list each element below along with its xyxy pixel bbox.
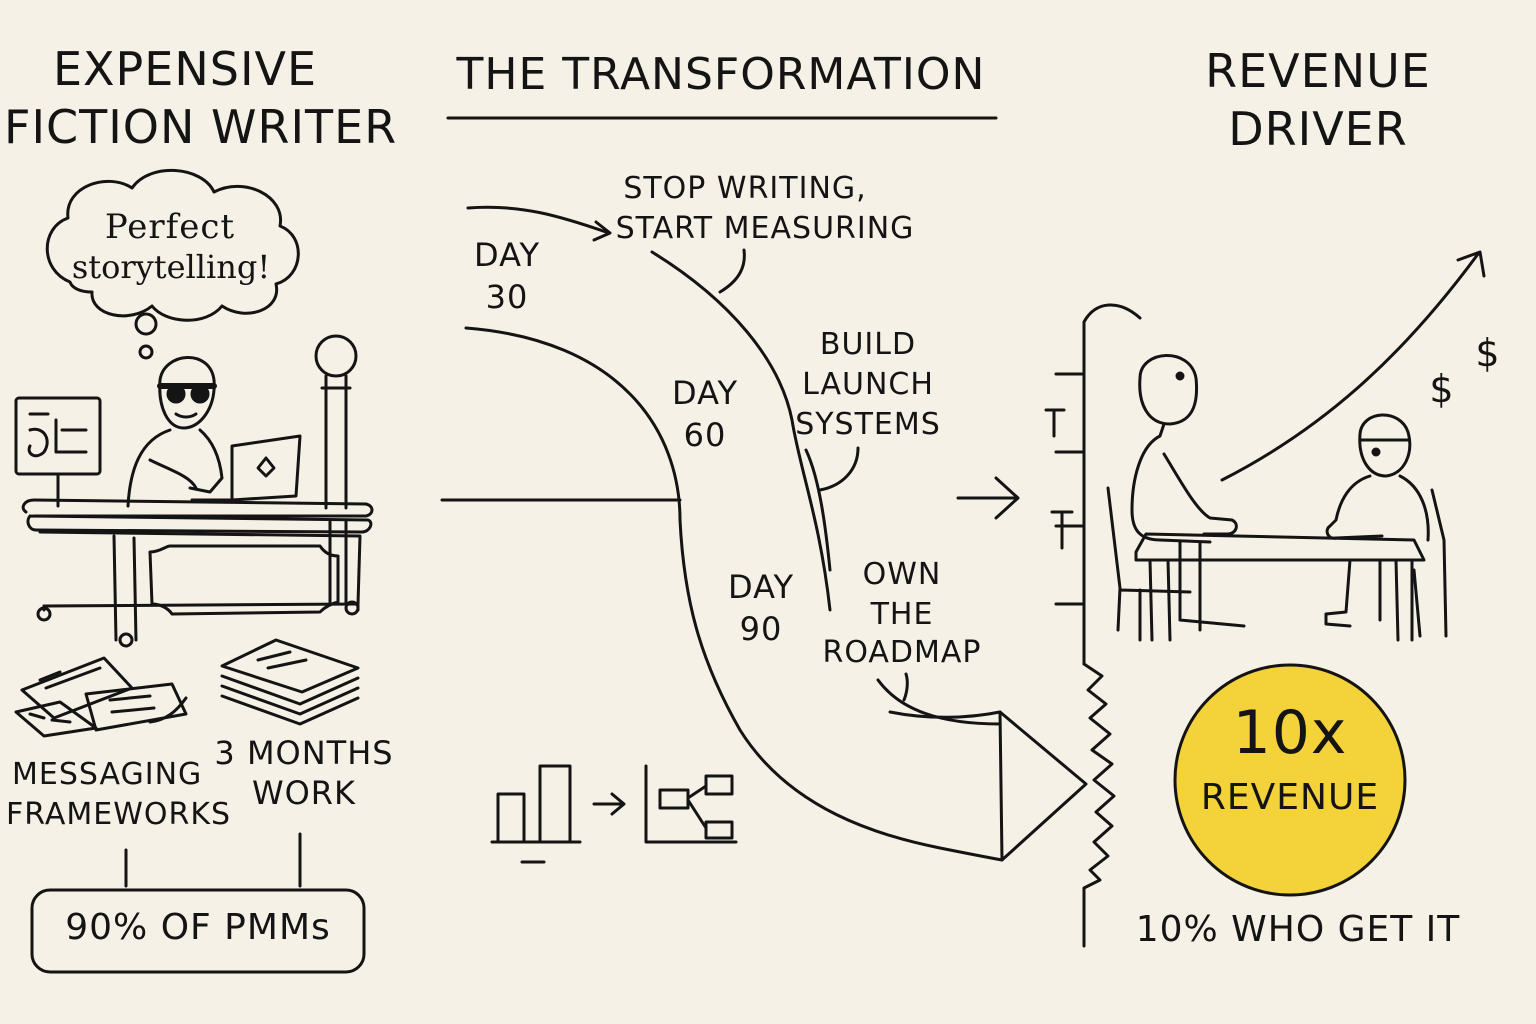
pointer-line: [718, 248, 746, 294]
arrow-icon: [956, 476, 1020, 520]
left-heading-line2: FICTION WRITER: [4, 100, 398, 154]
wall-frame-icon: [14, 396, 102, 508]
day-30-line1: DAY: [473, 236, 541, 274]
left-heading-line1: EXPENSIVE: [52, 42, 318, 96]
stack-of-pages-icon: [220, 638, 360, 726]
day-30-line2: 30: [485, 278, 529, 316]
result-circle: [1173, 663, 1407, 897]
dollar-icon: $: [1475, 331, 1501, 375]
step-60-line3: SYSTEMS: [795, 407, 941, 442]
transformation-curve: [464, 326, 942, 850]
connector-lines: [124, 832, 302, 888]
lamp-icon: [314, 334, 358, 510]
day-90-line1: DAY: [727, 568, 795, 606]
pointer-line: [818, 446, 860, 492]
thought-bubble-line1: Perfect: [104, 207, 236, 247]
messaging-label-line2: FRAMEWORKS: [6, 797, 232, 832]
writer-at-desk-icon: [21, 356, 374, 648]
pointer-line: [902, 672, 909, 702]
pointer-line: [804, 448, 832, 572]
step-30-line2: START MEASURING: [615, 211, 915, 246]
step-60-line1: BUILD: [819, 327, 917, 362]
pmm-box-outline: [30, 888, 366, 974]
result-line1: 10x: [1232, 698, 1348, 768]
wall-edge-icon: [1044, 303, 1142, 948]
papers-icon: [14, 656, 188, 738]
dollar-icon: $: [1429, 367, 1455, 411]
months-label-line1: 3 MONTHS: [214, 734, 394, 772]
thought-bubble-icon: [45, 168, 300, 360]
step-60-line2: LAUNCH: [802, 367, 934, 402]
big-arrow-head: [998, 710, 1088, 862]
messaging-label-line1: MESSAGING: [12, 757, 203, 792]
result-line2: REVENUE: [1200, 777, 1380, 818]
step-90-line1: OWN: [862, 557, 942, 592]
months-label-line2: WORK: [251, 774, 357, 812]
step-30-line1: STOP WRITING,: [623, 171, 867, 206]
right-footer: 10% WHO GET IT: [1135, 909, 1461, 950]
flowchart-icon: [644, 764, 738, 844]
right-heading-line2: DRIVER: [1228, 102, 1408, 156]
day-60-line1: DAY: [671, 374, 739, 412]
step-90-line2: THE: [870, 597, 934, 632]
middle-heading: THE TRANSFORMATION: [456, 49, 986, 100]
step-90-line3: ROADMAP: [822, 635, 982, 670]
arrow-head: [592, 220, 612, 242]
pointer-line: [876, 678, 1002, 726]
day-60-line2: 60: [683, 416, 727, 454]
pmm-box-text: 90% OF PMMs: [65, 907, 331, 948]
right-heading-line1: REVENUE: [1205, 44, 1431, 98]
thought-bubble-line2: storytelling!: [71, 248, 271, 286]
arrow-icon: [592, 792, 626, 816]
growth-arrow-icon: [1220, 250, 1486, 482]
arrow-icon: [466, 205, 608, 234]
meeting-table-icon: [1106, 354, 1448, 642]
day-90-line2: 90: [739, 610, 783, 648]
bar-chart-icon: [490, 764, 582, 864]
path-line: [650, 250, 832, 612]
